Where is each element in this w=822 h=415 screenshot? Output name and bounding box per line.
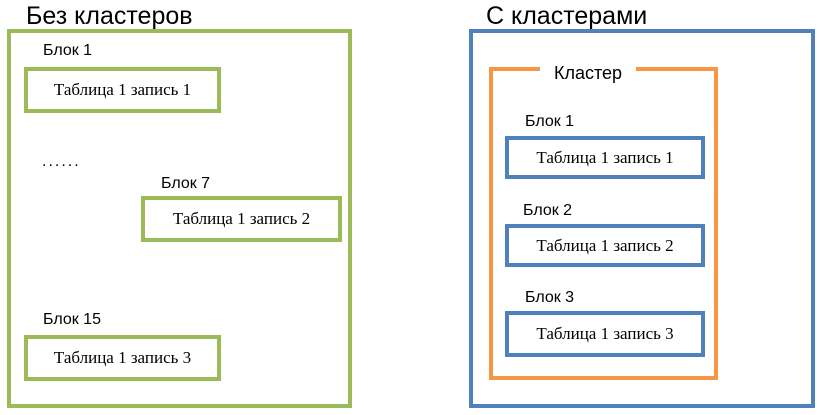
right-record-box-1: Таблица 1 запись 1: [505, 136, 705, 179]
left-section-title: Без кластеров: [26, 2, 193, 30]
left-record-box-1: Таблица 1 запись 1: [24, 67, 221, 113]
left-record-box-2: Таблица 1 запись 2: [141, 196, 342, 242]
right-storage-frame: [469, 29, 815, 408]
right-section-title: С кластерами: [486, 2, 648, 30]
right-record-text-2: Таблица 1 запись 2: [536, 235, 674, 255]
left-record-box-3: Таблица 1 запись 3: [24, 335, 221, 381]
right-block-label-3: Блок 3: [525, 289, 575, 306]
left-storage-frame: [7, 29, 352, 408]
cluster-label: Кластер: [540, 62, 637, 84]
right-record-box-2: Таблица 1 запись 2: [505, 224, 705, 267]
right-block-label-1: Блок 1: [525, 113, 575, 130]
left-ellipsis: ......: [42, 153, 81, 170]
right-record-text-3: Таблица 1 запись 3: [536, 324, 674, 343]
right-record-text-1: Таблица 1 запись 1: [536, 147, 674, 167]
right-record-box-3: Таблица 1 запись 3: [505, 311, 705, 357]
left-record-text-1: Таблица 1 запись 1: [53, 80, 192, 99]
right-block-label-2: Блок 2: [523, 202, 573, 219]
left-block-label-1: Блок 1: [43, 42, 93, 59]
left-record-text-3: Таблица 1 запись 3: [53, 348, 192, 367]
left-block-label-15: Блок 15: [43, 311, 101, 328]
left-record-text-2: Таблица 1 запись 2: [172, 209, 311, 228]
left-block-label-7: Блок 7: [161, 175, 211, 192]
